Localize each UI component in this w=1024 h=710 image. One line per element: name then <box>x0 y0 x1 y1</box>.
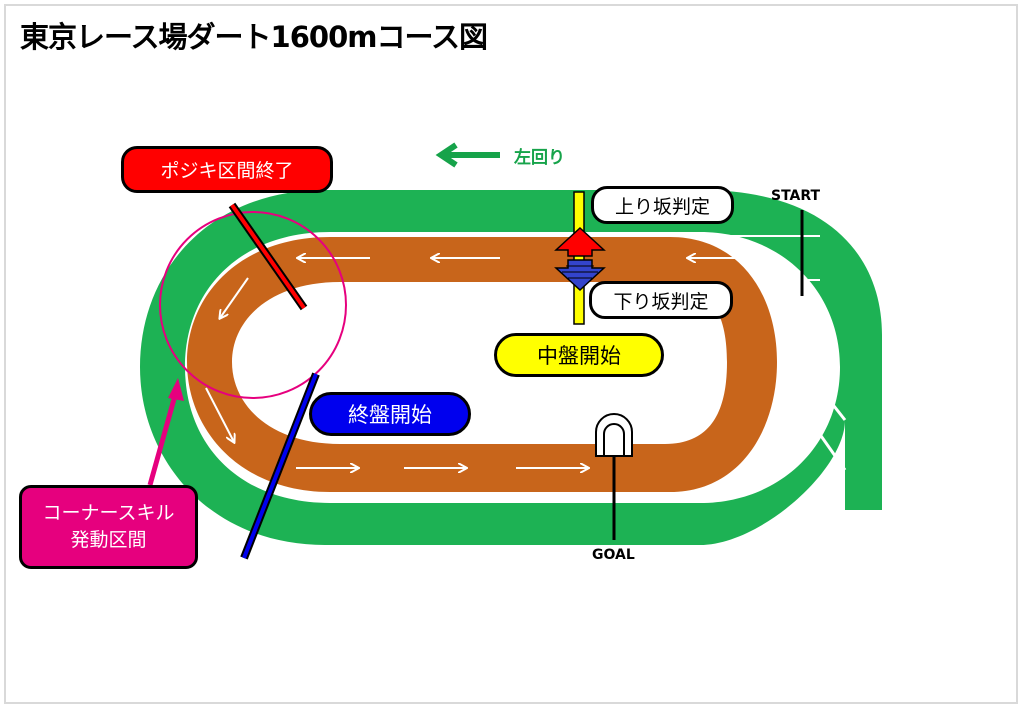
goal-label: GOAL <box>592 547 635 563</box>
corner-skill-line2: 発動区間 <box>70 529 147 551</box>
turf-track <box>140 190 882 545</box>
corner-skill-zone <box>159 211 347 399</box>
uphill-judge-label: 上り坂判定 <box>591 186 734 224</box>
dirt-track <box>187 237 777 492</box>
slope-marker <box>573 191 585 325</box>
image-frame <box>4 4 1018 704</box>
flow-arrow <box>205 387 234 442</box>
final-start-label: 終盤開始 <box>309 392 471 436</box>
flow-arrows <box>205 258 765 468</box>
direction-arrow-icon <box>435 142 500 168</box>
goal-post-icon <box>595 413 633 457</box>
downhill-judge-label: 下り坂判定 <box>589 281 733 319</box>
uphill-arrow-icon <box>554 226 606 257</box>
flow-arrow <box>220 277 249 318</box>
page-title: 東京レース場ダート1600mコース図 <box>20 20 488 54</box>
corner-pointer-arrow-icon <box>147 378 184 486</box>
downhill-arrow-icon <box>554 259 606 292</box>
direction-label: 左回り <box>514 148 565 168</box>
mid-start-label: 中盤開始 <box>494 333 664 377</box>
posiki-end-label: ポジキ区間終了 <box>121 146 333 193</box>
start-label: START <box>771 188 821 204</box>
corner-skill-label: コーナースキル 発動区間 <box>19 485 198 569</box>
corner-skill-line1: コーナースキル <box>42 502 175 524</box>
